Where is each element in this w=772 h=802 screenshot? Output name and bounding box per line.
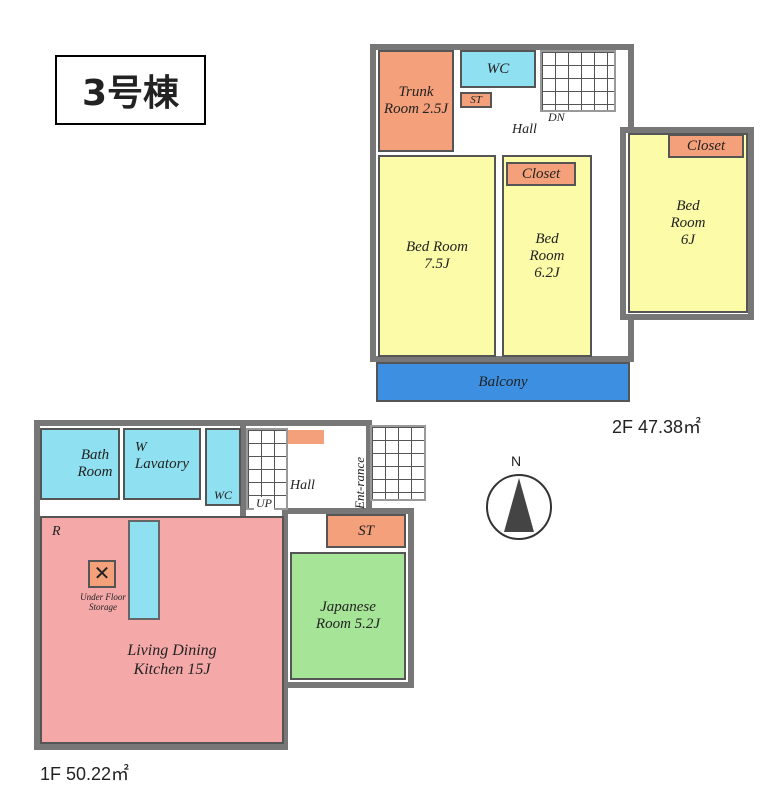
2f-wc: WC — [460, 50, 536, 88]
japanese-room: Japanese Room 5.2J — [290, 552, 406, 680]
kitchen-counter — [128, 520, 160, 620]
bed-room-7-5j: Bed Room 7.5J — [378, 155, 496, 357]
bath-room: Bath Room — [40, 428, 120, 500]
washer-label: W — [135, 440, 147, 455]
bed-room-6j: Bed Room 6J — [628, 133, 748, 313]
up-label: UP — [254, 496, 274, 510]
living-dining-kitchen: Living Dining Kitchen 15J — [40, 516, 284, 744]
1f-wc: WC — [205, 428, 241, 506]
dn-label: DN — [548, 110, 565, 124]
2f-st: ST — [460, 92, 492, 108]
compass-icon — [486, 474, 552, 540]
bed-room-6-2j: Bed Room 6.2J — [502, 155, 592, 357]
under-floor-storage-hatch: ✕ — [88, 560, 116, 588]
under-floor-storage-label: Under Floor Storage — [80, 592, 126, 612]
2f-area: 2F 47.38㎡ — [612, 417, 702, 437]
entrance-tiles — [370, 425, 426, 501]
entrance-label: Ent-rance — [351, 457, 367, 509]
2f-stairs — [540, 50, 616, 112]
closet-2: Closet — [668, 134, 744, 158]
refrigerator-label: R — [52, 524, 61, 539]
trunk-room: Trunk Room 2.5J — [378, 50, 454, 152]
building-title: 3号棟 — [55, 55, 206, 125]
1f-st: ST — [326, 514, 406, 548]
1f-hall-label: Hall — [290, 478, 315, 493]
2f-hall-label: Hall — [512, 122, 537, 137]
lavatory: Lavatory — [123, 428, 201, 500]
balcony: Balcony — [376, 362, 630, 402]
shoe-storage — [288, 430, 324, 444]
closet-1: Closet — [506, 162, 576, 186]
compass-north-label: N — [511, 453, 522, 469]
1f-area: 1F 50.22㎡ — [40, 764, 130, 784]
